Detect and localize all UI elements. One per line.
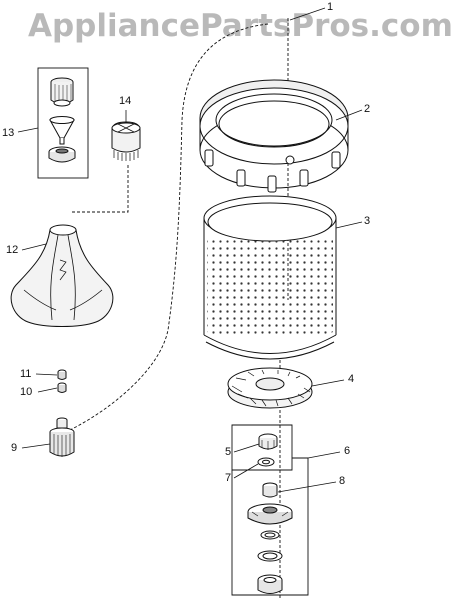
callout-11: 11 bbox=[20, 368, 32, 380]
callout-12: 12 bbox=[6, 244, 19, 256]
washer bbox=[257, 457, 275, 467]
agitator bbox=[10, 224, 114, 327]
callout-10: 10 bbox=[20, 386, 33, 398]
balance-ring bbox=[199, 79, 349, 193]
callout-9: 9 bbox=[11, 442, 18, 454]
agitator-bolt-small bbox=[57, 369, 67, 380]
callout-4: 4 bbox=[348, 373, 355, 385]
callout-5: 5 bbox=[225, 446, 232, 458]
part-1-leader bbox=[289, 7, 326, 21]
site-watermark: AppliancePartsPros.com bbox=[28, 8, 453, 44]
callout-7: 7 bbox=[225, 472, 232, 484]
dispenser-cap bbox=[48, 77, 76, 163]
coupling-stack bbox=[247, 482, 293, 594]
agitator-bolt bbox=[57, 382, 67, 393]
callout-14: 14 bbox=[119, 95, 132, 107]
wash-basket bbox=[203, 195, 337, 360]
dispenser-kit-box bbox=[37, 67, 89, 179]
softener-cup bbox=[111, 121, 141, 161]
agitator-base-adapter bbox=[49, 417, 75, 457]
part-group-bracket bbox=[231, 424, 309, 596]
callout-6: 6 bbox=[344, 445, 351, 457]
callout-2: 2 bbox=[364, 103, 371, 115]
callout-1: 1 bbox=[327, 1, 334, 13]
drive-nut bbox=[258, 433, 278, 450]
callout-13: 13 bbox=[2, 127, 15, 139]
callout-3: 3 bbox=[364, 215, 371, 227]
callout-8: 8 bbox=[339, 475, 346, 487]
drive-hub-disc bbox=[227, 367, 313, 409]
